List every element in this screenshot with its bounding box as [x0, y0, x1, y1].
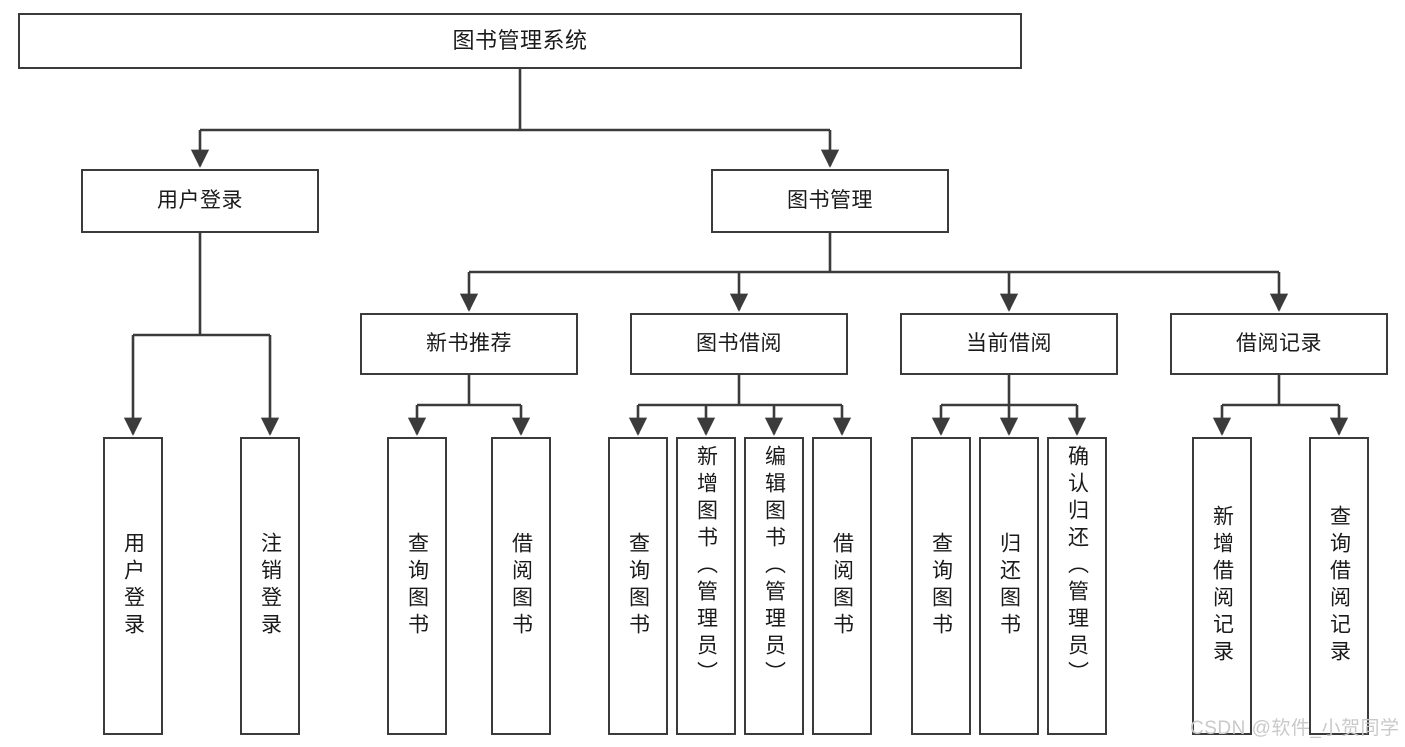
node-book-management-label: 图书管理: [787, 188, 873, 212]
leaf-new-book-borrow-label: 借阅图书: [509, 532, 533, 640]
leaf-user-login-signin[interactable]: 用户登录: [103, 437, 163, 735]
leaf-current-borrow-query-label: 查询图书: [929, 532, 953, 640]
leaf-current-borrow-query[interactable]: 查询图书: [911, 437, 971, 735]
leaf-book-borrow-borrow-label: 借阅图书: [830, 532, 854, 640]
node-new-book-recommend[interactable]: 新书推荐: [360, 313, 578, 375]
node-borrow-record-label: 借阅记录: [1236, 331, 1322, 355]
leaf-user-login-signout-label: 注销登录: [258, 532, 282, 640]
node-book-borrow[interactable]: 图书借阅: [630, 313, 848, 375]
node-new-book-recommend-label: 新书推荐: [426, 331, 512, 355]
leaf-book-borrow-query-label: 查询图书: [626, 532, 650, 640]
watermark: CSDN @软件_小贺同学: [1190, 718, 1400, 739]
leaf-borrow-record-add-label: 新增借阅记录: [1210, 505, 1234, 667]
leaf-borrow-record-query[interactable]: 查询借阅记录: [1309, 437, 1369, 735]
leaf-current-borrow-confirm-label: 确认归还（管理员）: [1065, 445, 1089, 688]
node-book-borrow-label: 图书借阅: [696, 331, 782, 355]
leaf-book-borrow-add-label: 新增图书（管理员）: [694, 445, 718, 688]
leaf-book-borrow-edit[interactable]: 编辑图书（管理员）: [744, 437, 804, 735]
node-current-borrow[interactable]: 当前借阅: [900, 313, 1118, 375]
leaf-book-borrow-edit-label: 编辑图书（管理员）: [762, 445, 786, 688]
node-root[interactable]: 图书管理系统: [18, 13, 1022, 69]
leaf-user-login-signin-label: 用户登录: [121, 532, 145, 640]
leaf-new-book-query-label: 查询图书: [405, 532, 429, 640]
leaf-book-borrow-query[interactable]: 查询图书: [608, 437, 668, 735]
node-current-borrow-label: 当前借阅: [966, 331, 1052, 355]
node-borrow-record[interactable]: 借阅记录: [1170, 313, 1388, 375]
leaf-new-book-borrow[interactable]: 借阅图书: [491, 437, 551, 735]
node-root-label: 图书管理系统: [452, 28, 588, 54]
leaf-book-borrow-borrow[interactable]: 借阅图书: [812, 437, 872, 735]
node-user-login[interactable]: 用户登录: [81, 169, 319, 233]
leaf-borrow-record-query-label: 查询借阅记录: [1327, 505, 1351, 667]
leaf-current-borrow-confirm[interactable]: 确认归还（管理员）: [1047, 437, 1107, 735]
leaf-new-book-query[interactable]: 查询图书: [387, 437, 447, 735]
leaf-book-borrow-add[interactable]: 新增图书（管理员）: [676, 437, 736, 735]
node-book-management[interactable]: 图书管理: [711, 169, 949, 233]
node-user-login-label: 用户登录: [157, 188, 243, 212]
leaf-current-borrow-return-label: 归还图书: [997, 532, 1021, 640]
leaf-current-borrow-return[interactable]: 归还图书: [979, 437, 1039, 735]
leaf-user-login-signout[interactable]: 注销登录: [240, 437, 300, 735]
leaf-borrow-record-add[interactable]: 新增借阅记录: [1192, 437, 1252, 735]
